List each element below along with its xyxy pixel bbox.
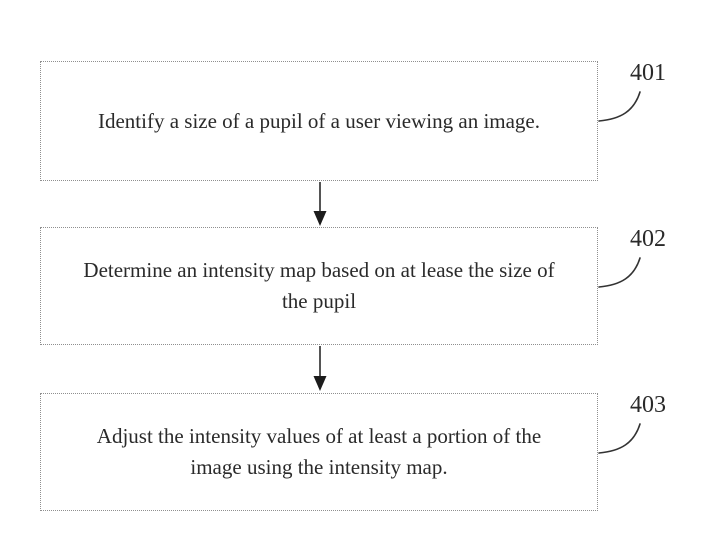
flow-arrow-402-to-403 bbox=[313, 346, 327, 391]
flowchart-step-403: Adjust the intensity values of at least … bbox=[40, 393, 598, 511]
reference-numeral-402: 402 bbox=[630, 226, 666, 252]
step-403-text-line2: image using the intensity map. bbox=[190, 455, 448, 479]
leader-line-401 bbox=[598, 91, 641, 122]
flow-arrow-401-to-402 bbox=[313, 182, 327, 226]
step-403-text-line1: Adjust the intensity values of at least … bbox=[96, 424, 542, 448]
reference-numeral-403: 403 bbox=[630, 392, 666, 418]
step-402-text-line2: the pupil bbox=[281, 289, 357, 313]
leader-line-402 bbox=[598, 257, 641, 288]
flowchart-step-402: Determine an intensity map based on at l… bbox=[40, 227, 598, 345]
leader-line-403 bbox=[598, 423, 641, 454]
flowchart-step-401: Identify a size of a pupil of a user vie… bbox=[40, 61, 598, 181]
step-401-text: Identify a size of a pupil of a user vie… bbox=[97, 108, 540, 133]
step-402-text-line1: Determine an intensity map based on at l… bbox=[83, 258, 555, 282]
reference-numeral-401: 401 bbox=[630, 60, 666, 86]
